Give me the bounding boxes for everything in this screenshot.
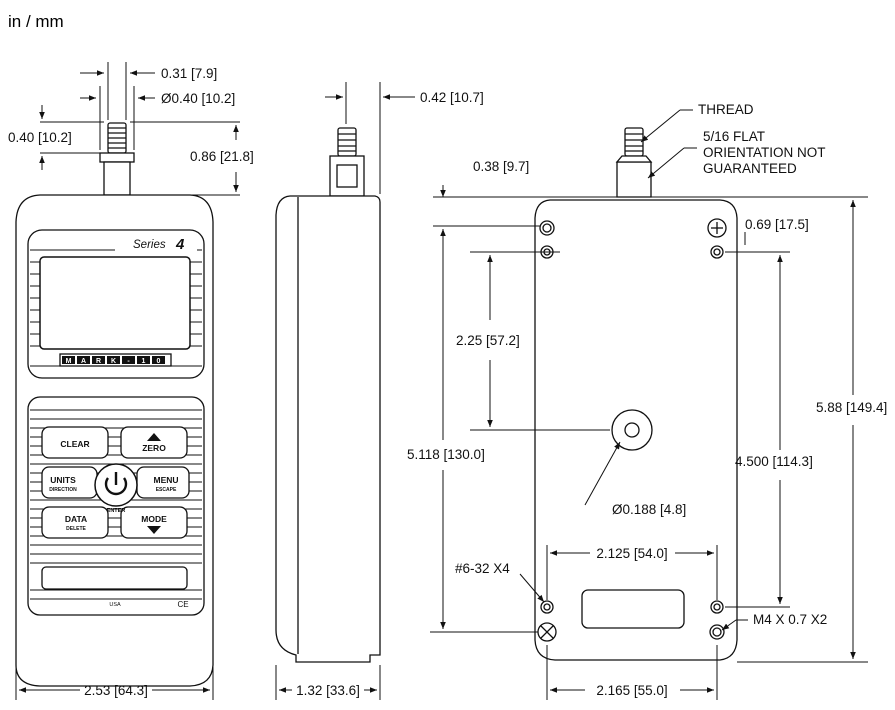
dim-hole-spacing-h: 2.125 [54.0] (596, 546, 667, 561)
thread-note: THREAD (698, 102, 754, 117)
flat-note-1: 5/16 FLAT (703, 129, 765, 144)
delete-label: DELETE (66, 526, 86, 532)
dim-thread-length: 0.40 [10.2] (8, 130, 72, 145)
units-label-btn: UNITS (50, 475, 76, 485)
hole-top-right-screw (707, 218, 727, 238)
origin-label: USA (109, 602, 121, 608)
escape-label: ESCAPE (156, 487, 177, 493)
mode-label: MODE (141, 514, 167, 524)
front-view (15, 122, 214, 687)
dim-hole-spacing-v: 4.500 [114.3] (735, 454, 813, 469)
dim-side-offset: 0.42 [10.7] (420, 90, 484, 105)
back-shaft-thread (624, 127, 644, 157)
side-view (275, 127, 381, 663)
series-number: 4 (175, 236, 185, 253)
dim-total-height: 5.88 [149.4] (816, 400, 887, 415)
dim-thread-holes: #6-32 X4 (455, 561, 510, 576)
dim-center-hole: Ø0.188 [4.8] (612, 502, 686, 517)
hole-bottom-right (709, 624, 725, 640)
series-label: Series (133, 239, 166, 251)
clear-button (41, 426, 109, 459)
clear-label: CLEAR (60, 439, 89, 449)
svg-text:1: 1 (142, 358, 146, 365)
hole-lower-left (540, 600, 554, 614)
front-shaft-base (103, 161, 131, 196)
hole-lower-right (710, 600, 724, 614)
svg-text:R: R (96, 358, 101, 365)
display-screen (39, 256, 191, 350)
back-label-slot (581, 589, 685, 629)
hole-upper-right (710, 245, 724, 259)
dim-side-depth: 1.32 [33.6] (296, 683, 360, 698)
ce-mark: CE (177, 600, 188, 609)
svg-text:0: 0 (157, 358, 161, 365)
label-slot (41, 566, 188, 590)
side-shaft-thread (337, 127, 357, 157)
units-label: in / mm (8, 12, 64, 31)
svg-text:K: K (111, 358, 116, 365)
flat-note-2: ORIENTATION NOT (703, 145, 826, 160)
flat-note-3: GUARANTEED (703, 161, 797, 176)
dim-center-offset: 2.25 [57.2] (456, 333, 520, 348)
mode-button (120, 506, 188, 539)
data-label: DATA (65, 514, 87, 524)
svg-text:A: A (81, 358, 86, 365)
dim-shaft-width: 0.31 [7.9] (161, 66, 217, 81)
enter-label: ENTER (107, 508, 126, 514)
dim-hole-offset: 0.69 [17.5] (745, 217, 809, 232)
svg-text:M: M (66, 358, 72, 365)
zero-arrow-icon (147, 433, 161, 441)
dim-back-top: 0.38 [9.7] (473, 159, 529, 174)
front-dimensions (15, 62, 240, 700)
svg-text:-: - (127, 358, 130, 365)
side-body (275, 195, 381, 663)
menu-label: MENU (153, 475, 178, 485)
dim-front-width: 2.53 [64.3] (84, 683, 148, 698)
mode-arrow-icon (147, 526, 161, 534)
dim-mount-height: 5.118 [130.0] (407, 447, 485, 462)
zero-label: ZERO (142, 443, 166, 453)
hole-top-left (539, 220, 555, 236)
dim-back-width: 2.165 [55.0] (596, 683, 667, 698)
dim-shaft-height: 0.86 [21.8] (190, 149, 254, 164)
brand-letters: M A R K - 1 0 (62, 356, 165, 365)
direction-label: DIRECTION (49, 487, 77, 493)
dim-shaft-diameter: Ø0.40 [10.2] (161, 91, 235, 106)
side-dimensions (275, 82, 415, 700)
back-body (534, 199, 738, 661)
center-hole (611, 409, 653, 451)
zero-button (120, 426, 188, 459)
front-shaft-collar (99, 152, 135, 163)
data-button (41, 506, 109, 539)
back-dimensions (430, 109, 868, 700)
dim-metric-holes: M4 X 0.7 X2 (753, 612, 827, 627)
power-icon (104, 477, 128, 496)
back-view (534, 127, 738, 661)
back-shaft-base (616, 161, 652, 198)
